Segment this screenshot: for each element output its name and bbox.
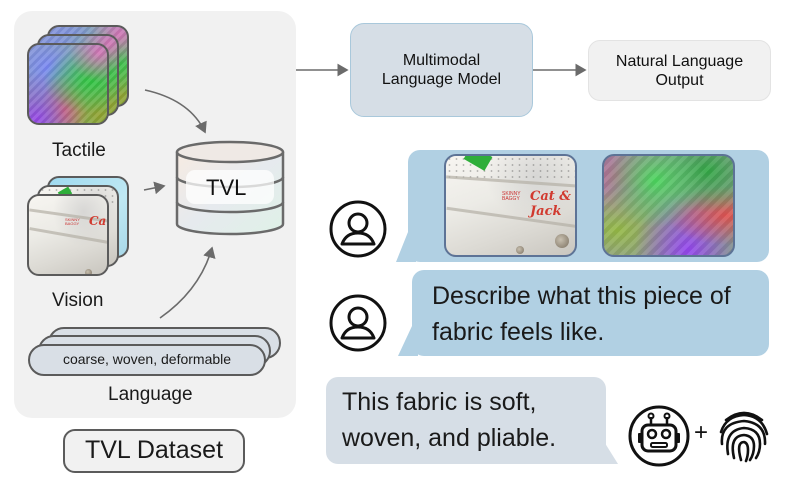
tactile-label: Tactile xyxy=(52,140,106,161)
vision-to-db-arrow xyxy=(143,181,166,195)
user-icon xyxy=(329,294,387,352)
database-label: TVL xyxy=(206,175,247,200)
fingerprint-icon xyxy=(719,411,769,463)
assistant-reply-line-2: woven, and pliable. xyxy=(342,424,557,452)
output-label-line-1: Natural Language xyxy=(615,52,744,70)
natural-language-output-box: Natural Language Output xyxy=(588,40,771,101)
bubble-tail xyxy=(590,432,618,464)
bubble-tail xyxy=(398,326,418,356)
bubble-tail xyxy=(396,232,416,262)
pipeline-arrows xyxy=(296,63,587,77)
model-label-line-2: Language Model xyxy=(381,71,502,88)
assistant-reply-line-1: This fabric is soft, xyxy=(342,388,537,416)
language-to-db-arrow xyxy=(159,246,216,319)
language-label: Language xyxy=(108,384,193,405)
multimodal-language-model-box: Multimodal Language Model xyxy=(350,23,533,117)
language-example-text: coarse, woven, deformable xyxy=(62,351,232,367)
plus-sign: + xyxy=(694,419,709,446)
user-text-bubble xyxy=(412,270,769,356)
tactile-image-front xyxy=(27,43,109,125)
model-label-line-1: Multimodal xyxy=(402,52,481,69)
database-icon xyxy=(175,140,285,236)
language-card-front: coarse, woven, deformable xyxy=(28,344,266,376)
dataset-arrows xyxy=(143,89,216,319)
assistant-bubble xyxy=(326,377,606,464)
user-prompt-line-2: fabric feels like. xyxy=(432,318,605,346)
output-label-line-2: Output xyxy=(655,71,704,89)
chat-tactile-image xyxy=(602,154,735,257)
tactile-to-db-arrow xyxy=(144,89,207,134)
robot-icon xyxy=(628,405,690,467)
dataset-title: TVL Dataset xyxy=(63,429,245,473)
chat-vision-tag-text: Cat & Jack xyxy=(530,189,572,219)
user-prompt-line-1: Describe what this piece of xyxy=(432,282,731,310)
vision-label: Vision xyxy=(52,290,104,311)
user-icon xyxy=(329,200,387,258)
